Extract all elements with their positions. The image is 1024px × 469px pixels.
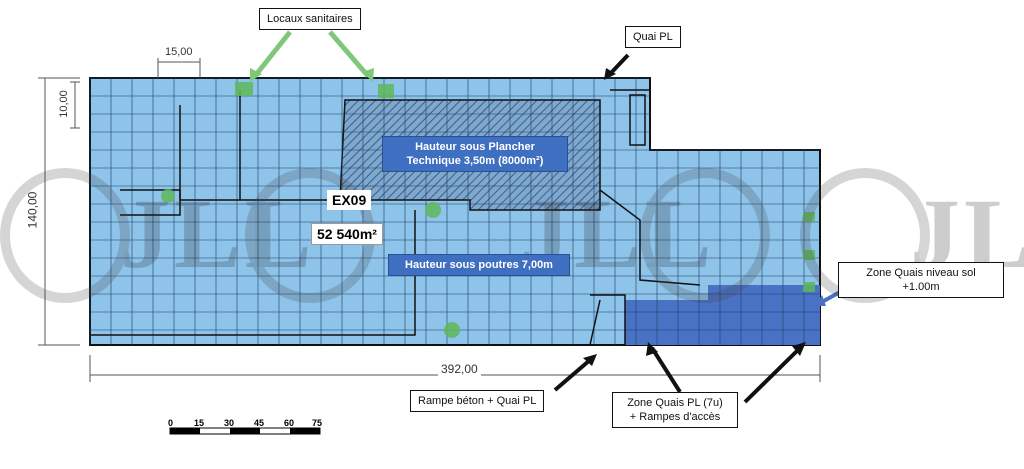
callout-rampe-beton: Rampe béton + Quai PL	[410, 390, 545, 412]
arrow-sanitaires-left	[253, 30, 292, 78]
scale-label-15: 15	[194, 418, 205, 428]
scale-label-30: 30	[224, 418, 235, 428]
callout-quai-pl: Quai PL	[625, 26, 681, 48]
quay-zone-fill	[708, 285, 820, 345]
building-id-label: EX09	[327, 190, 372, 210]
arrow-zone-pl-left	[650, 346, 682, 394]
dimension-width-top: 15,00	[165, 46, 193, 58]
dimension-depth-side: 10,00	[57, 90, 70, 118]
surface-label: 52 540m²	[311, 223, 383, 245]
arrow-sanitaires-right	[328, 30, 370, 78]
arrow-zone-sol	[821, 290, 841, 304]
scale-label-60: 60	[284, 418, 295, 428]
dimension-total-width: 392,00	[438, 362, 481, 376]
arrow-zone-pl-right	[743, 346, 802, 404]
dimension-total-depth: 140,00	[25, 191, 40, 229]
sanitary-blocks	[161, 82, 815, 338]
plancher-label: Hauteur sous Plancher Technique 3,50m (8…	[382, 136, 568, 172]
poutres-label: Hauteur sous poutres 7,00m	[388, 254, 570, 276]
interior-walls	[90, 89, 701, 346]
arrow-quai-pl	[608, 53, 630, 76]
scale-bar	[169, 427, 321, 435]
callout-zone-quais-niveau-sol: Zone Quais niveau sol +1.00m	[838, 262, 1004, 298]
callout-locaux-sanitaires: Locaux sanitaires	[259, 8, 361, 30]
arrow-rampe	[553, 358, 592, 392]
scale-label-45: 45	[254, 418, 265, 428]
ramp-zone-fill	[625, 300, 708, 345]
callout-zone-quais-pl: Zone Quais PL (7u) + Rampes d'accès	[612, 392, 738, 428]
annotation-arrows	[250, 30, 841, 404]
scale-label-0: 0	[168, 418, 174, 428]
scale-label-75: 75	[312, 418, 323, 428]
building-footprint	[89, 77, 821, 346]
